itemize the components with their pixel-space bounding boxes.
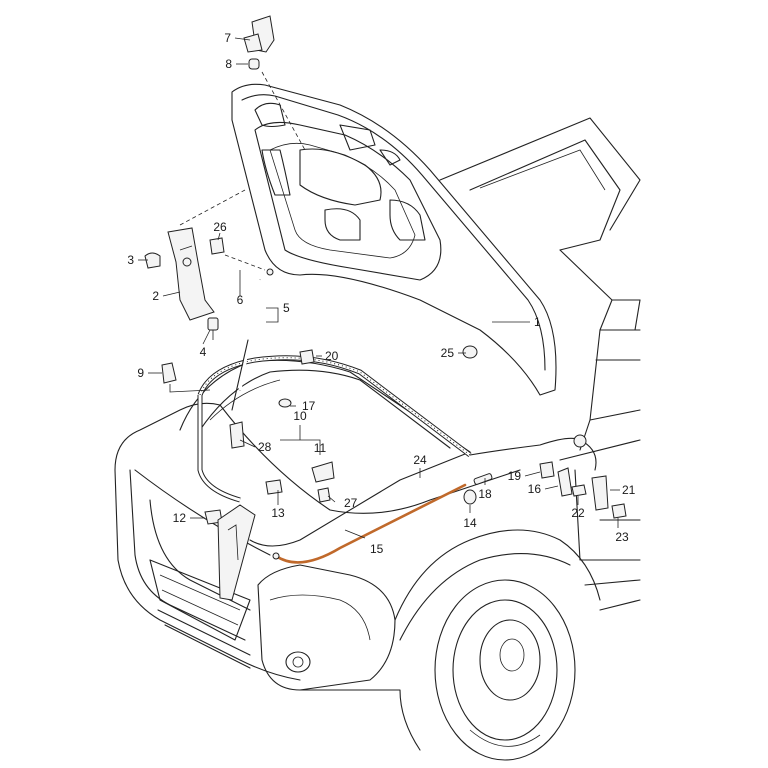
small-parts — [161, 345, 627, 601]
callout-16: 16 — [528, 482, 542, 496]
gas-strut — [231, 268, 274, 411]
leader-lines — [138, 37, 620, 539]
hinge-top — [243, 15, 306, 151]
callout-27: 27 — [344, 496, 358, 510]
callout-3: 3 — [127, 253, 134, 267]
callout-22: 22 — [571, 506, 585, 520]
callout-20: 20 — [325, 349, 339, 363]
callout-10: 10 — [293, 409, 307, 423]
callout-23: 23 — [615, 530, 629, 544]
callout-2: 2 — [152, 289, 159, 303]
callout-14: 14 — [463, 516, 477, 530]
vehicle-body — [114, 117, 641, 761]
callout-15: 15 — [370, 542, 384, 556]
callout-5: 5 — [283, 301, 290, 315]
callout-labels: 7 8 1 3 2 4 5 6 9 10 11 12 13 14 15 16 1… — [127, 31, 635, 556]
callout-26: 26 — [213, 220, 227, 234]
callout-21: 21 — [622, 483, 636, 497]
callout-24: 24 — [413, 453, 427, 467]
release-cable — [274, 483, 467, 564]
callout-28: 28 — [258, 440, 272, 454]
callout-9: 9 — [137, 366, 144, 380]
callout-7: 7 — [224, 31, 231, 45]
callout-17: 17 — [302, 399, 316, 413]
callout-12: 12 — [173, 511, 187, 525]
callout-18: 18 — [478, 487, 492, 501]
callout-1: 1 — [534, 315, 541, 329]
cable-end — [272, 552, 280, 560]
callout-13: 13 — [271, 506, 285, 520]
callout-8: 8 — [225, 57, 232, 71]
hood-panel — [197, 83, 557, 503]
callout-25: 25 — [441, 346, 455, 360]
callout-4: 4 — [200, 345, 207, 359]
hinge-left — [144, 189, 266, 340]
callout-19: 19 — [508, 469, 522, 483]
callout-11: 11 — [314, 441, 327, 455]
callout-6: 6 — [237, 293, 244, 307]
